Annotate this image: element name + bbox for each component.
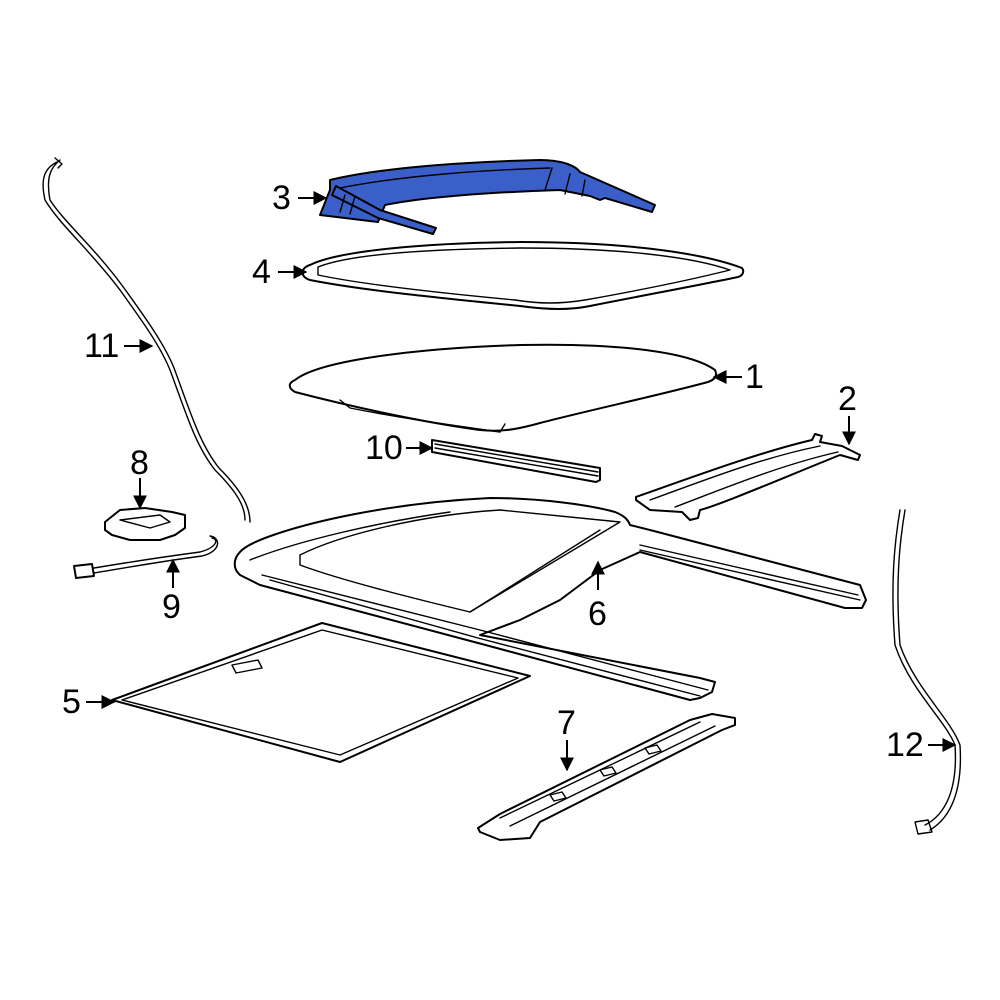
part-12-right-drain-hose[interactable] <box>892 509 962 835</box>
callout-4: 4 <box>252 253 271 291</box>
part-4-seal[interactable] <box>301 241 745 310</box>
callout-1: 1 <box>745 358 764 396</box>
callout-8: 8 <box>130 444 149 482</box>
part-2-front-rail[interactable] <box>635 433 861 521</box>
part-5-sunshade[interactable] <box>111 622 531 763</box>
part-1-glass-panel[interactable] <box>288 343 718 433</box>
callout-2: 2 <box>838 380 857 418</box>
callout-12: 12 <box>886 726 924 764</box>
callout-3: 3 <box>272 179 291 217</box>
callout-9: 9 <box>162 588 181 626</box>
callout-10: 10 <box>365 429 403 467</box>
callout-11: 11 <box>84 327 120 365</box>
part-9-harness[interactable] <box>73 535 219 579</box>
part-7-rear-rail[interactable] <box>477 713 736 841</box>
part-8-motor[interactable] <box>104 507 186 541</box>
part-6-sunroof-frame[interactable] <box>233 497 867 701</box>
part-3-wind-deflector[interactable] <box>319 159 656 235</box>
part-10-seal-strip[interactable] <box>431 439 601 483</box>
callout-7: 7 <box>557 704 576 742</box>
callout-6: 6 <box>588 595 607 633</box>
callout-5: 5 <box>62 683 81 721</box>
part-11-left-drain-hose[interactable] <box>42 157 251 523</box>
